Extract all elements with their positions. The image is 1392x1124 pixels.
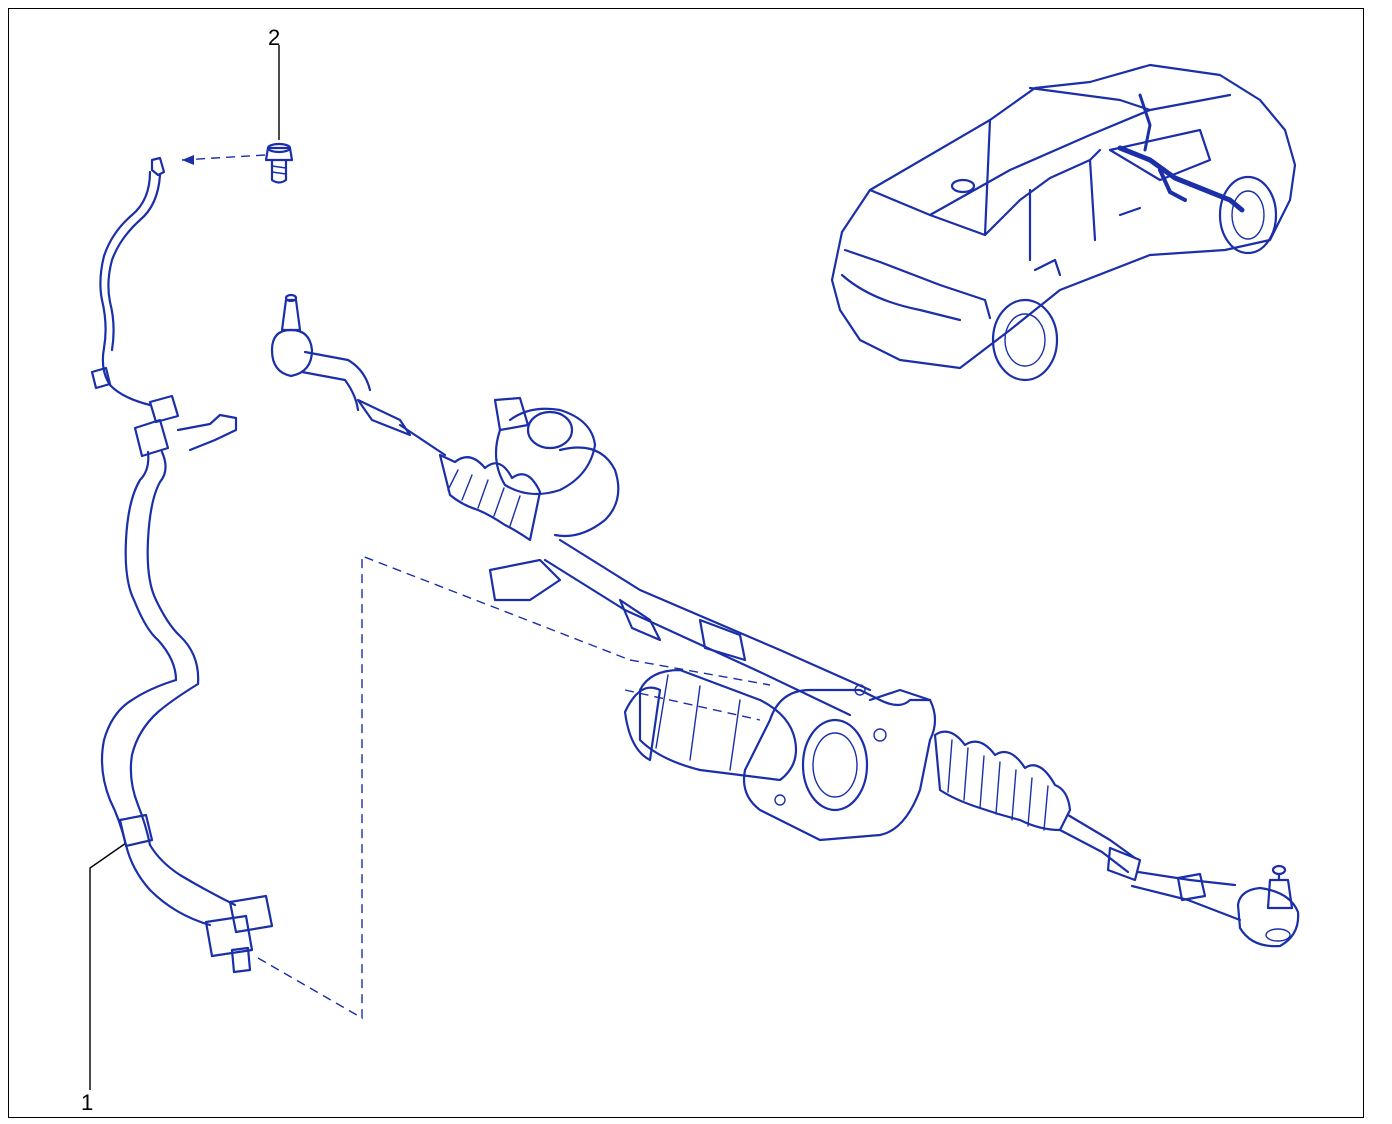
callout-1: 1	[81, 1090, 94, 1115]
steering-rack	[270, 293, 1300, 948]
callout-leaders	[89, 45, 280, 1090]
diagram-frame	[8, 8, 1364, 1118]
vehicle-locator	[830, 63, 1297, 382]
wiring-harness	[90, 156, 274, 974]
callout-2: 2	[268, 25, 281, 50]
bolt	[264, 142, 294, 184]
assembly-lines	[181, 154, 771, 1020]
